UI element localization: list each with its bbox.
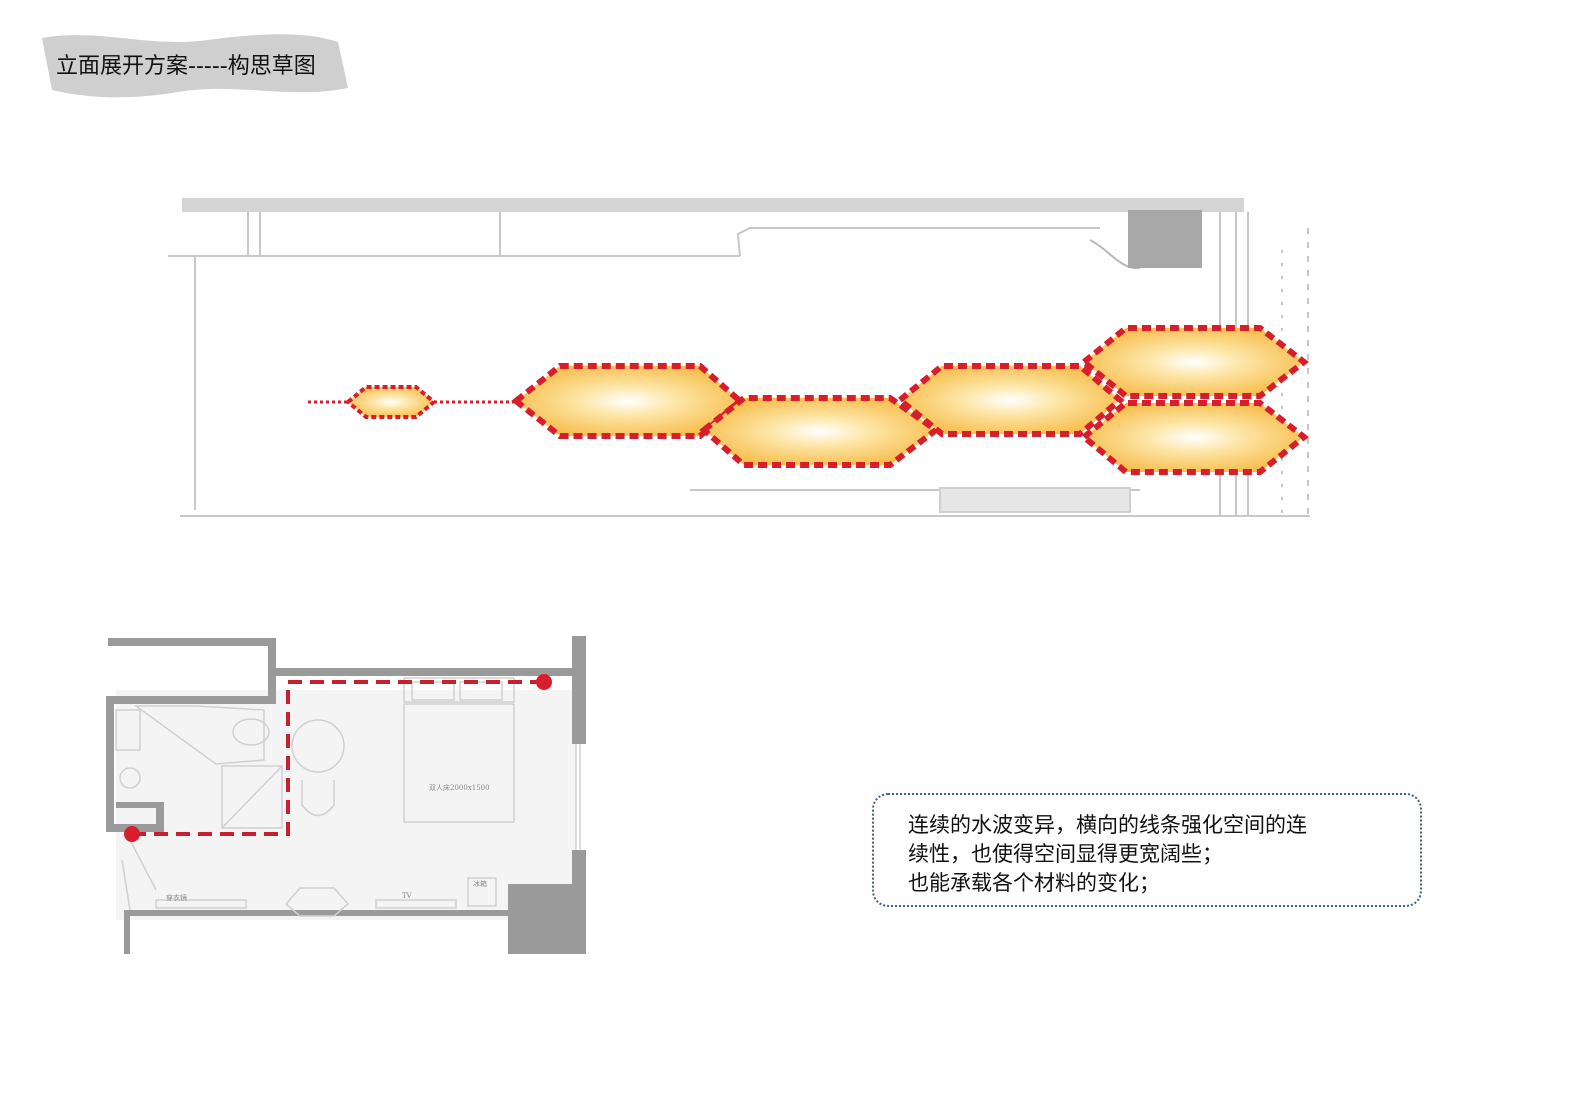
bed-label: 双人床2000x1500 [429, 783, 490, 792]
floor-plan: 双人床2000x1500 穿衣镜 TV 冰箱 [106, 636, 586, 954]
wardrobe-label: 穿衣镜 [166, 893, 187, 902]
note-line: 续性，也使得空间显得更宽阔些； [908, 842, 1223, 866]
elevation-sketch [168, 198, 1310, 517]
tv-label: TV [402, 892, 413, 900]
light-strip-1 [511, 363, 745, 439]
room-floor [116, 690, 576, 920]
light-strip-4 [1079, 325, 1309, 399]
light-strip-small [344, 385, 438, 419]
banner-shape [42, 34, 348, 98]
walls [106, 636, 586, 954]
elevation-path [132, 680, 544, 836]
path-end-point [536, 674, 552, 690]
note-box: 连续的水波变异，横向的线条强化空间的连 续性，也使得空间显得更宽阔些； 也能承载… [872, 793, 1422, 907]
note-line: 连续的水波变异，横向的线条强化空间的连 [908, 813, 1307, 837]
fridge-label: 冰箱 [473, 879, 487, 888]
light-strip-5 [1079, 400, 1309, 475]
path-start-point [124, 826, 140, 842]
light-strip-2 [699, 395, 942, 468]
title-banner: 立面展开方案-----构思草图 [38, 30, 350, 100]
light-strip-3 [895, 363, 1125, 437]
page-title: 立面展开方案-----构思草图 [56, 54, 316, 79]
note-line: 也能承载各个材料的变化； [908, 871, 1160, 895]
light-strips [344, 325, 1309, 475]
elevation-column [1128, 210, 1202, 268]
